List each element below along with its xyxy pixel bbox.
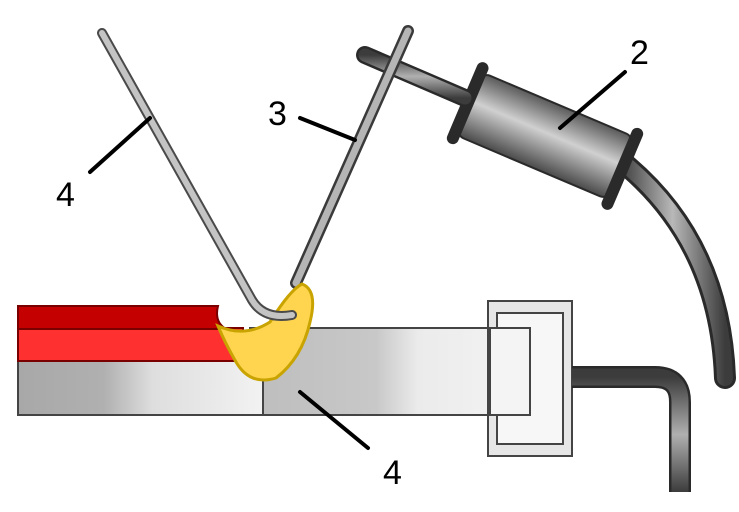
- leader-torch-handle: [558, 70, 627, 130]
- ground-cable: [572, 366, 691, 492]
- filler-rod: [97, 28, 297, 321]
- electrode: [290, 25, 414, 289]
- workpiece: [17, 305, 531, 416]
- workpiece-red-layer: [17, 327, 244, 362]
- callout-label-workpiece: 4: [383, 454, 402, 492]
- callout-label-electrode: 3: [268, 95, 287, 133]
- callout-label-filler-rod: 4: [56, 176, 75, 214]
- ground-cable-highlight: [572, 368, 689, 492]
- clamp-jaw: [489, 327, 531, 416]
- leader-filler-rod: [88, 116, 152, 174]
- torch-nozzle: [356, 46, 474, 107]
- callout-label-torch-handle: 2: [630, 34, 649, 72]
- leader-workpiece: [298, 390, 370, 450]
- torch-hose: [609, 149, 736, 389]
- ground-clamp: [487, 300, 691, 492]
- workpiece-dark-red-layer: [17, 305, 230, 330]
- weld-pool: [215, 282, 315, 382]
- leader-electrode: [298, 116, 357, 142]
- workpiece-base-layer: [17, 359, 264, 416]
